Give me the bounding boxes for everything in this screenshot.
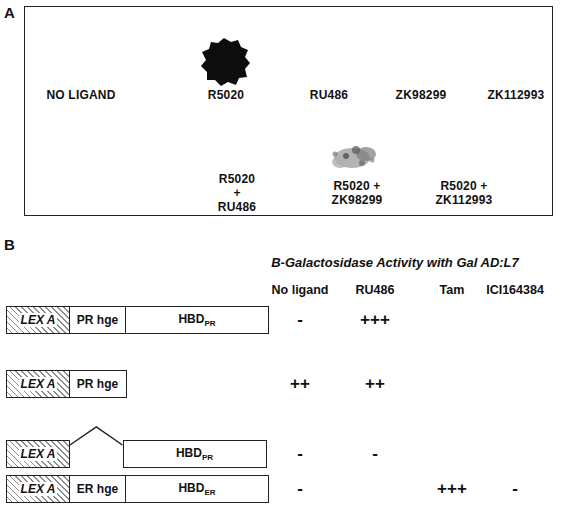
domain-label: HBDPR [178, 312, 215, 328]
hormone-binding-domain: HBDER [125, 475, 269, 503]
lexa-domain: LEX A [6, 440, 70, 468]
lexa-domain: LEX A [6, 370, 70, 398]
hinge-domain: PR hge [69, 370, 127, 398]
ligand-label: ZK98299 [396, 88, 447, 102]
activity-score: ++ [290, 374, 310, 394]
column-header: RU486 [356, 283, 395, 297]
hormone-binding-domain: HBDPR [125, 306, 269, 334]
domain-label: PR hge [77, 313, 118, 327]
ligand-label: R5020 [208, 88, 244, 102]
domain-label: ER hge [77, 482, 118, 496]
activity-score: - [297, 444, 303, 464]
ligand-label: ZK112993 [488, 88, 545, 102]
lexa-domain: LEX A [6, 306, 70, 334]
grey-colony [332, 146, 376, 168]
ligand-label: R5020 + RU486 [218, 172, 256, 214]
activity-score: - [512, 479, 518, 499]
hormone-binding-domain: HBDPR [123, 440, 267, 468]
ligand-label: RU486 [310, 88, 348, 102]
activity-score: +++ [360, 310, 390, 330]
domain-label: HBDPR [176, 446, 213, 462]
activity-score: ++ [365, 374, 385, 394]
lexa-domain: LEX A [6, 475, 70, 503]
domain-label: LEX A [19, 377, 58, 391]
column-header: ICI164384 [486, 283, 544, 297]
domain-label: PR hge [77, 377, 118, 391]
ligand-label: NO LIGAND [46, 88, 115, 102]
column-header: No ligand [272, 283, 329, 297]
hinge-domain: ER hge [69, 475, 127, 503]
hinge-domain: PR hge [69, 306, 127, 334]
activity-score: - [297, 310, 303, 330]
panel-letter: A [4, 4, 15, 21]
deletion-connector [70, 427, 123, 445]
domain-label: LEX A [19, 447, 58, 461]
ligand-label: R5020 + ZK112993 [436, 179, 493, 207]
dark-colony [201, 38, 250, 86]
activity-score: - [297, 479, 303, 499]
column-header: Tam [440, 283, 465, 297]
activity-score: - [372, 444, 378, 464]
assay-title: B-Galactosidase Activity with Gal AD:L7 [271, 255, 519, 270]
domain-label: LEX A [19, 482, 58, 496]
ligand-label: R5020 + ZK98299 [332, 179, 383, 207]
domain-label: LEX A [19, 313, 58, 327]
panel-frame: NO LIGAND R5020 RU486 ZK98299 ZK112993R5020 … [24, 6, 553, 216]
panel-letter: B [4, 236, 15, 253]
domain-label: HBDER [178, 481, 215, 497]
activity-score: +++ [437, 479, 467, 499]
